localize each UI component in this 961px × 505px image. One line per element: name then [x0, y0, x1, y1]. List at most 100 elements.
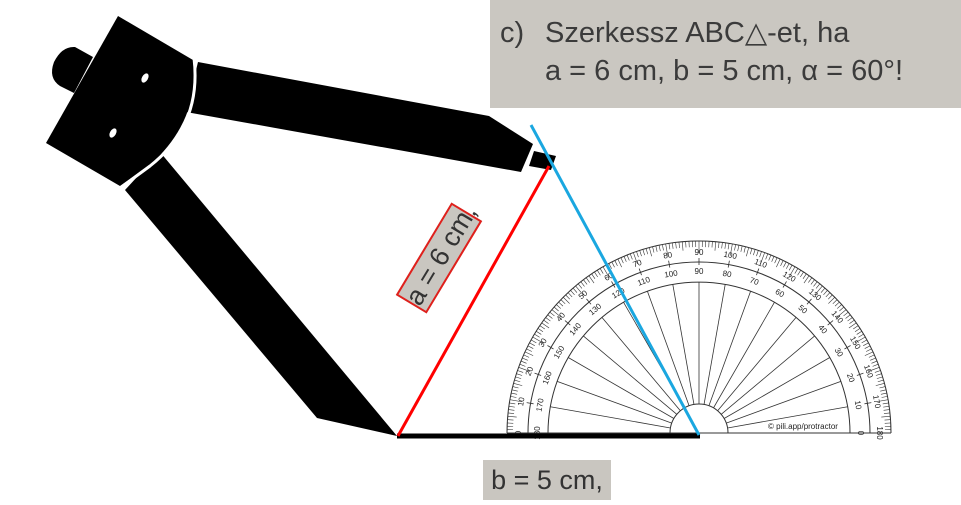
- protractor-tick: [539, 325, 545, 330]
- protractor-tick: [727, 243, 730, 250]
- protractor-tick: [537, 328, 544, 332]
- task-line-1: Szerkessz ABC△-et, ha: [545, 17, 850, 49]
- protractor-tick: [746, 247, 749, 257]
- protractor-tick: [626, 254, 630, 261]
- protractor-tick: [881, 415, 891, 418]
- protractor-tick: [765, 253, 769, 260]
- protractor-tick: [872, 363, 879, 367]
- protractor-tick: [543, 319, 549, 324]
- protractor-tick: [553, 306, 559, 312]
- protractor-ray: [550, 406, 671, 429]
- protractor-tick: [649, 247, 652, 257]
- protractor-tick: [508, 409, 515, 411]
- protractor-tick: [526, 348, 532, 352]
- protractor-ray: [583, 335, 678, 415]
- protractor-tick: [508, 412, 515, 414]
- protractor-tick: [849, 319, 855, 324]
- protractor-tick: [583, 279, 588, 285]
- compass-hole-icon: [141, 73, 149, 83]
- protractor-tick: [864, 351, 874, 356]
- protractor-tick: [642, 249, 645, 256]
- protractor-tick: [814, 285, 823, 296]
- protractor-tick: [549, 311, 555, 317]
- protractor-tick: [591, 273, 596, 279]
- protractor-tick: [788, 266, 796, 278]
- protractor-tick: [558, 301, 564, 307]
- protractor-tick: [882, 402, 889, 405]
- protractor-inner-label: 140: [568, 321, 584, 337]
- protractor-tick: [511, 392, 518, 395]
- protractor-tick: [565, 294, 571, 300]
- protractor-tick: [519, 363, 526, 367]
- protractor-tick: [508, 405, 515, 408]
- protractor-tick: [810, 279, 815, 285]
- protractor-tick: [827, 294, 833, 300]
- protractor-tick: [608, 263, 612, 269]
- protractor-ray: [601, 317, 681, 412]
- protractor-tick: [536, 331, 542, 335]
- protractor-tick: [513, 383, 523, 386]
- protractor-tick: [874, 370, 881, 373]
- protractor-tick: [808, 277, 813, 283]
- protractor-tick: [815, 283, 821, 289]
- protractor-ray: [556, 380, 672, 424]
- protractor-tick: [530, 339, 537, 344]
- protractor-tick: [588, 275, 595, 284]
- protractor-inner-label: 30: [833, 346, 846, 359]
- protractor-tick: [802, 273, 807, 279]
- protractor-tick: [629, 253, 633, 260]
- protractor-tick: [861, 339, 868, 344]
- protractor-tick: [776, 258, 781, 268]
- protractor-tick: [511, 389, 518, 392]
- protractor-tick: [853, 325, 859, 330]
- protractor-tick: [866, 348, 872, 352]
- protractor-tick: [876, 376, 883, 379]
- protractor-inner-label: 150: [552, 344, 567, 361]
- protractor-tick: [832, 299, 838, 305]
- protractor-tick: [875, 373, 882, 376]
- protractor-tick: [633, 252, 638, 264]
- protractor-tick: [668, 243, 671, 250]
- protractor-tick: [724, 242, 727, 249]
- protractor-tick: [529, 342, 535, 346]
- protractor-tick: [524, 351, 534, 356]
- protractor-ray: [717, 317, 797, 412]
- protractor-inner-label: 90: [695, 267, 704, 276]
- protractor-tick: [797, 270, 801, 276]
- protractor-inner-label: 20: [845, 372, 857, 384]
- protractor-tick: [570, 290, 575, 295]
- protractor-tick: [783, 261, 787, 268]
- protractor-ray: [703, 284, 726, 405]
- protractor-tick: [729, 243, 733, 256]
- protractor-tick: [575, 285, 584, 296]
- protractor-tick: [523, 354, 530, 358]
- protractor-tick: [567, 292, 573, 298]
- protractor-tick: [883, 409, 890, 411]
- protractor-tick: [854, 328, 861, 332]
- compass-upper-arm: [186, 62, 533, 172]
- protractor-tick: [636, 251, 639, 258]
- protractor-tick: [572, 287, 578, 293]
- protractor-tick: [868, 354, 875, 358]
- protractor-tick: [671, 242, 674, 249]
- protractor-tick: [509, 399, 522, 403]
- task-label: c): [500, 17, 525, 49]
- protractor-tick: [556, 304, 561, 309]
- compass-needle-leg: [125, 152, 397, 436]
- protractor-tick: [547, 314, 553, 319]
- protractor-tick: [512, 386, 519, 389]
- protractor-ray: [672, 284, 695, 405]
- protractor-tick: [514, 379, 521, 383]
- protractor-ray: [713, 302, 775, 409]
- protractor-tick: [737, 245, 740, 252]
- protractor-tick: [880, 389, 887, 392]
- protractor-tick: [718, 242, 720, 249]
- protractor-tick: [585, 277, 590, 283]
- protractor-inner-label: 70: [748, 276, 760, 288]
- protractor-tick: [611, 261, 615, 268]
- protractor-tick: [870, 357, 876, 361]
- protractor-tick: [623, 256, 627, 262]
- protractor-tick: [532, 336, 544, 344]
